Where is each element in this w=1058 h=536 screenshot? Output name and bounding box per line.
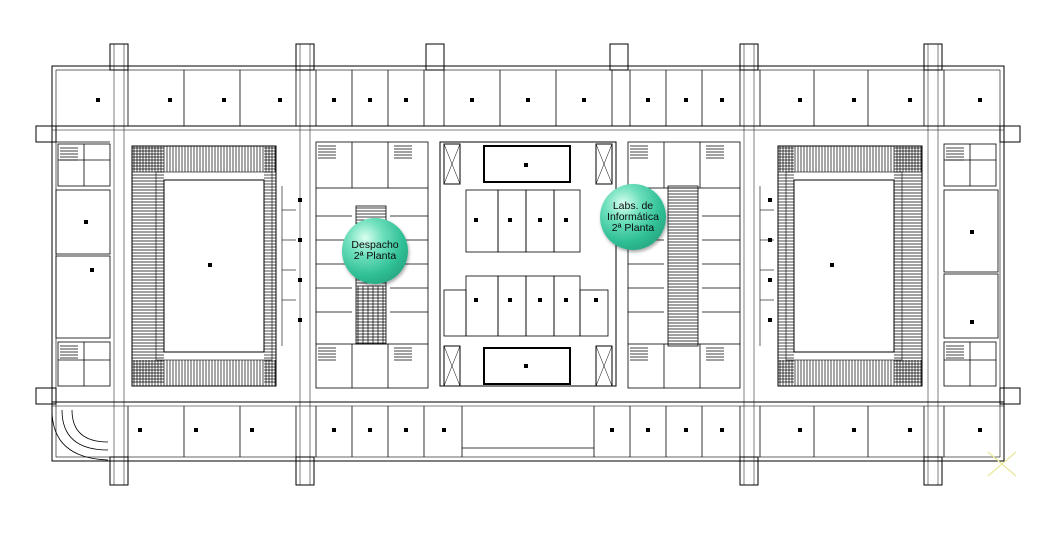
room-marker	[84, 220, 88, 224]
room-marker	[564, 298, 568, 302]
room-marker	[222, 98, 226, 102]
room-marker	[298, 318, 302, 322]
room-marker	[768, 198, 772, 202]
room-marker	[684, 98, 688, 102]
room-marker	[90, 268, 94, 272]
room-marker	[470, 98, 474, 102]
left-courtyard	[131, 145, 277, 387]
top-rooms	[127, 70, 945, 126]
room-marker	[508, 218, 512, 222]
room-marker	[96, 98, 100, 102]
callout-bubble-despacho	[342, 218, 408, 284]
room-marker	[978, 98, 982, 102]
room-marker	[138, 428, 142, 432]
room-marker	[538, 218, 542, 222]
left-office-band	[315, 141, 429, 389]
room-marker	[978, 428, 982, 432]
room-marker	[582, 98, 586, 102]
room-marker	[768, 238, 772, 242]
room-marker	[798, 428, 802, 432]
room-marker	[524, 163, 528, 167]
piers	[109, 43, 943, 486]
callout-labs-informatica[interactable]: Labs. de Informática 2ª Planta	[600, 184, 676, 260]
left-wing	[55, 141, 111, 387]
room-marker	[508, 298, 512, 302]
room-marker	[908, 98, 912, 102]
room-marker	[908, 428, 912, 432]
room-marker	[298, 278, 302, 282]
room-marker	[250, 428, 254, 432]
room-marker	[646, 98, 650, 102]
room-marker	[646, 428, 650, 432]
corner-cross-mark	[987, 451, 1017, 477]
room-marker	[474, 298, 478, 302]
room-marker	[298, 238, 302, 242]
room-marker	[368, 98, 372, 102]
callout-despacho[interactable]: Despacho 2ª Planta	[342, 218, 418, 294]
callout-label-despacho: Despacho 2ª Planta	[351, 239, 399, 262]
central-block	[439, 141, 617, 387]
callout-bubble-labs	[600, 184, 666, 250]
room-marker	[594, 298, 598, 302]
room-marker	[970, 320, 974, 324]
right-courtyard	[777, 145, 923, 387]
room-marker	[768, 278, 772, 282]
room-marker	[610, 428, 614, 432]
room-marker	[970, 230, 974, 234]
room-marker	[442, 428, 446, 432]
right-wing	[943, 143, 999, 387]
room-marker	[720, 98, 724, 102]
room-marker	[830, 263, 834, 267]
room-marker	[852, 428, 856, 432]
room-marker	[474, 218, 478, 222]
room-marker	[332, 428, 336, 432]
room-marker	[332, 98, 336, 102]
room-marker	[798, 98, 802, 102]
room-marker	[564, 218, 568, 222]
room-marker	[852, 98, 856, 102]
room-marker	[538, 298, 542, 302]
room-marker	[168, 98, 172, 102]
room-marker	[298, 198, 302, 202]
room-marker	[368, 428, 372, 432]
room-marker	[524, 364, 528, 368]
curved-stair	[51, 409, 109, 461]
room-marker	[278, 98, 282, 102]
room-marker	[720, 428, 724, 432]
room-marker	[526, 98, 530, 102]
room-marker	[684, 428, 688, 432]
room-marker	[404, 428, 408, 432]
room-marker	[194, 428, 198, 432]
callout-label-labs: Labs. de Informática 2ª Planta	[607, 199, 659, 234]
bottom-rooms	[127, 406, 945, 457]
room-marker	[208, 263, 212, 267]
right-office-band	[627, 141, 741, 389]
room-marker	[404, 98, 408, 102]
building-outline	[51, 65, 1005, 462]
room-marker	[768, 318, 772, 322]
